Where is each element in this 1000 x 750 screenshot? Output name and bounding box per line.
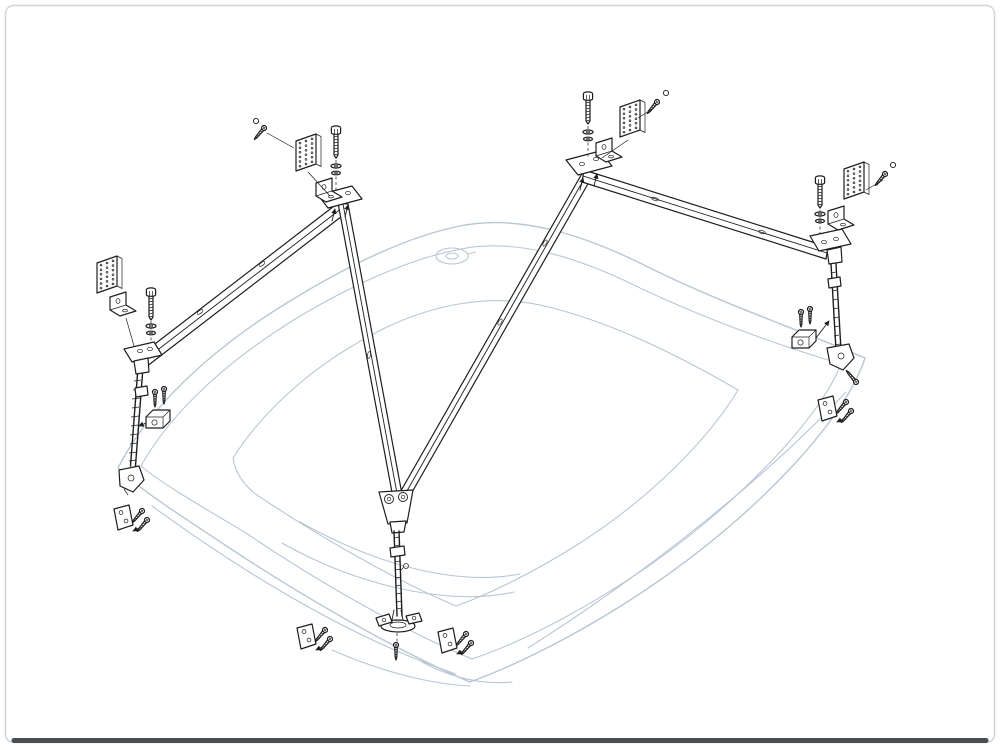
screw-head-ring (252, 117, 260, 125)
tub-apron-line (527, 391, 847, 649)
lock-collar (389, 545, 406, 558)
v-junction-gusset (378, 489, 414, 534)
clamp-block (791, 329, 817, 349)
leg-center (375, 530, 423, 661)
leader-line (601, 139, 629, 159)
leader-line (266, 132, 295, 149)
lock-collar (134, 385, 149, 398)
tub-seat-contour (281, 542, 515, 597)
leg-clamp-block-left (138, 385, 171, 429)
screw-head-ring (662, 89, 670, 97)
leader-line (865, 179, 884, 191)
wall-bracket-assembly-top-center (582, 89, 670, 163)
adjustable-foot-left (118, 465, 145, 496)
leg-clip (403, 563, 409, 569)
leg-left (118, 373, 149, 496)
tub-inner-rim (140, 245, 842, 660)
leader-arrow (138, 421, 147, 427)
rail-end-tab-right (809, 228, 852, 265)
screw-head-ring (889, 161, 897, 169)
tub-outer-rim (117, 221, 866, 683)
leader-line (125, 317, 135, 347)
bathtub-outline (117, 221, 866, 687)
clamp-block (145, 409, 171, 429)
adjustable-foot-right (826, 343, 861, 387)
leader-line (307, 171, 331, 197)
tub-apron-line (331, 649, 471, 687)
page-border (4, 4, 996, 744)
leg-right (826, 263, 861, 387)
adjustable-foot-center (375, 609, 423, 661)
drain-recess (435, 247, 476, 265)
tub-apron-line (151, 505, 457, 675)
wall-bracket-assembly-right (814, 161, 897, 234)
rail-end-tab-left (123, 341, 163, 375)
leader-arrow (815, 320, 830, 339)
frame-assembly (118, 150, 861, 661)
leg-clamp-block-right (791, 305, 830, 349)
lock-collar (827, 276, 842, 289)
tub-apron-line (421, 661, 513, 684)
tub-basin (232, 300, 739, 607)
leader-line (637, 107, 655, 119)
wall-bracket-assembly-top-left (251, 117, 343, 203)
wall-bracket-assembly-left (96, 255, 157, 347)
tub-seat-contour (299, 521, 521, 578)
